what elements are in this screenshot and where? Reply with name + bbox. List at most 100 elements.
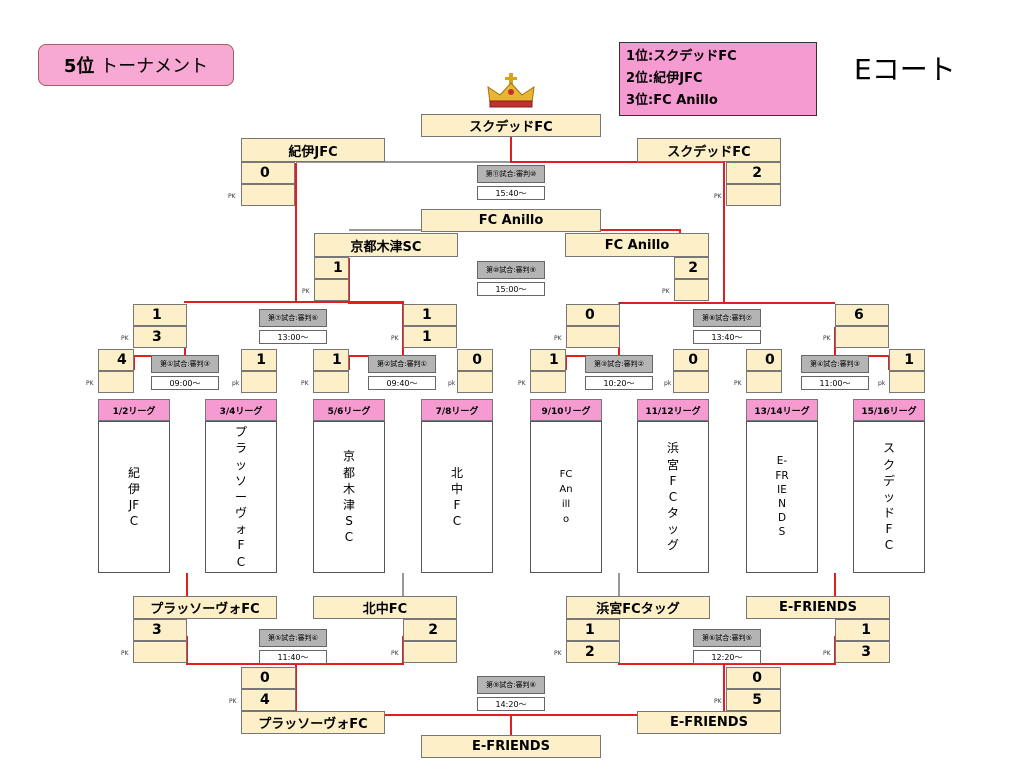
m10-team-left: 京都木津SC (314, 233, 458, 257)
m3-pk-right-label: pk (664, 380, 672, 387)
m11-time: 15:40〜 (477, 186, 545, 200)
team-8-name: スクデッドFC (882, 441, 895, 553)
team-2-name: プラッソーヴォFC (234, 425, 247, 569)
m6-score-left: 1 (566, 619, 620, 641)
team-1-name: 紀伊JFC (127, 465, 140, 529)
league-3: 5/6リーグ (313, 399, 385, 421)
m11-pk-left (241, 184, 295, 206)
m9-pk-right-label: PK (714, 698, 722, 705)
m8-pk-left (566, 326, 620, 348)
m10-team-right: FC Anillo (565, 233, 709, 257)
m1-label: 第①試合:審判③ (151, 355, 219, 373)
m6-pk-right: 3 (835, 641, 890, 663)
m7-label: 第⑦試合:審判⑥ (259, 309, 327, 327)
m5-pk-right-label: PK (391, 650, 399, 657)
team-6-name: 浜宮FCタッグ (666, 441, 679, 553)
m3-pk-right (673, 371, 709, 393)
m2-pk-right-label: pk (448, 380, 456, 387)
m4-pk-left (746, 371, 782, 393)
m9-pk-right: 5 (726, 689, 781, 711)
m5-label: 第⑤試合:審判④ (259, 629, 327, 647)
m10-pk-right (674, 279, 709, 301)
m11-score-left: 0 (241, 162, 295, 184)
league-4: 7/8リーグ (421, 399, 493, 421)
m9-label: 第⑨試合:審判⑧ (477, 676, 545, 694)
m10-pk-left-label: PK (302, 288, 310, 295)
league-8: 15/16リーグ (853, 399, 925, 421)
m11-pk-left-label: PK (228, 193, 236, 200)
m2-pk-left-label: PK (301, 380, 309, 387)
m8-pk-left-label: PK (554, 335, 562, 342)
result-first: 1位:スクデッドFC (626, 49, 737, 64)
team-column-5: FC Anillo (530, 421, 602, 573)
m1-score-right: 1 (241, 349, 277, 371)
m6-label: 第⑥試合:審判⑤ (693, 629, 761, 647)
m4-label: 第④試合:審判③ (801, 355, 869, 373)
m5-pk-left-label: PK (121, 650, 129, 657)
m10-score-right: 2 (674, 257, 709, 279)
m2-label: 第②試合:審判① (368, 355, 436, 373)
m2-score-right: 0 (457, 349, 493, 371)
team-column-3: 京都木津SC (313, 421, 385, 573)
m3-label: 第③試合:審判② (585, 355, 653, 373)
m1-pk-left-label: PK (86, 380, 94, 387)
m3-time: 10:20〜 (585, 376, 653, 390)
m4-pk-right-label: pk (878, 380, 886, 387)
m7-pk-left-label: PK (121, 335, 129, 342)
crown-icon (486, 73, 536, 109)
team-column-1: 紀伊JFC (98, 421, 170, 573)
page-title: 5位 トーナメント (38, 44, 234, 86)
m7-pk-right-label: PK (391, 335, 399, 342)
m11-label: 第⑪試合:審判⑩ (477, 165, 545, 183)
m5-score-right: 2 (403, 619, 457, 641)
league-7: 13/14リーグ (746, 399, 818, 421)
m10-pk-left (314, 279, 349, 301)
m4-pk-right (889, 371, 925, 393)
m8-score-right: 6 (835, 304, 889, 326)
team-4-name: 北中FC (450, 465, 463, 529)
m10-pk-right-label: PK (662, 288, 670, 295)
result-third: 3位:FC Anillo (626, 93, 718, 108)
m7-pk-left: 3 (133, 326, 187, 348)
m2-pk-left (313, 371, 349, 393)
league-6: 11/12リーグ (637, 399, 709, 421)
m8-time: 13:40〜 (693, 330, 761, 344)
title-rank: 5位 (63, 56, 95, 77)
m9-winner-right: E-FRIENDS (637, 711, 781, 734)
m4-pk-left-label: PK (734, 380, 742, 387)
m9-pk-left-label: PK (229, 698, 237, 705)
m7-score-left: 1 (133, 304, 187, 326)
m8-pk-right-label: PK (823, 335, 831, 342)
result-second: 2位:紀伊JFC (626, 71, 703, 86)
league-5: 9/10リーグ (530, 399, 602, 421)
m10-time: 15:00〜 (477, 282, 545, 296)
m10-score-left: 1 (314, 257, 349, 279)
m9-final-box: E-FRIENDS (421, 735, 601, 758)
m5-team-right: 北中FC (313, 596, 457, 619)
m1-pk-right (241, 371, 277, 393)
m5-score-left: 3 (133, 619, 187, 641)
m1-pk-left (98, 371, 134, 393)
team-column-2: プラッソーヴォFC (205, 421, 277, 573)
m5-pk-right (403, 641, 457, 663)
team-7-name: E-FRIENDS (775, 455, 789, 539)
team-column-4: 北中FC (421, 421, 493, 573)
m6-team-left: 浜宮FCタッグ (566, 596, 710, 619)
m8-score-left: 0 (566, 304, 620, 326)
m9-score-right: 0 (726, 667, 781, 689)
m11-team-right: スクデッドFC (637, 138, 781, 162)
m1-time: 09:00〜 (151, 376, 219, 390)
m3-pk-left (530, 371, 566, 393)
m11-score-right: 2 (726, 162, 781, 184)
m11-pk-right-label: PK (714, 193, 722, 200)
title-text: トーナメント (100, 56, 209, 77)
m8-pk-right (835, 326, 889, 348)
champion-box: スクデッドFC (421, 114, 601, 137)
m10-winner: FC Anillo (421, 209, 601, 232)
m3-score-left: 1 (530, 349, 566, 371)
league-2: 3/4リーグ (205, 399, 277, 421)
m9-winner-left: プラッソーヴォFC (241, 711, 385, 734)
m10-label: 第⑩試合:審判⑨ (477, 261, 545, 279)
m5-time: 11:40〜 (259, 650, 327, 664)
m6-score-right: 1 (835, 619, 890, 641)
